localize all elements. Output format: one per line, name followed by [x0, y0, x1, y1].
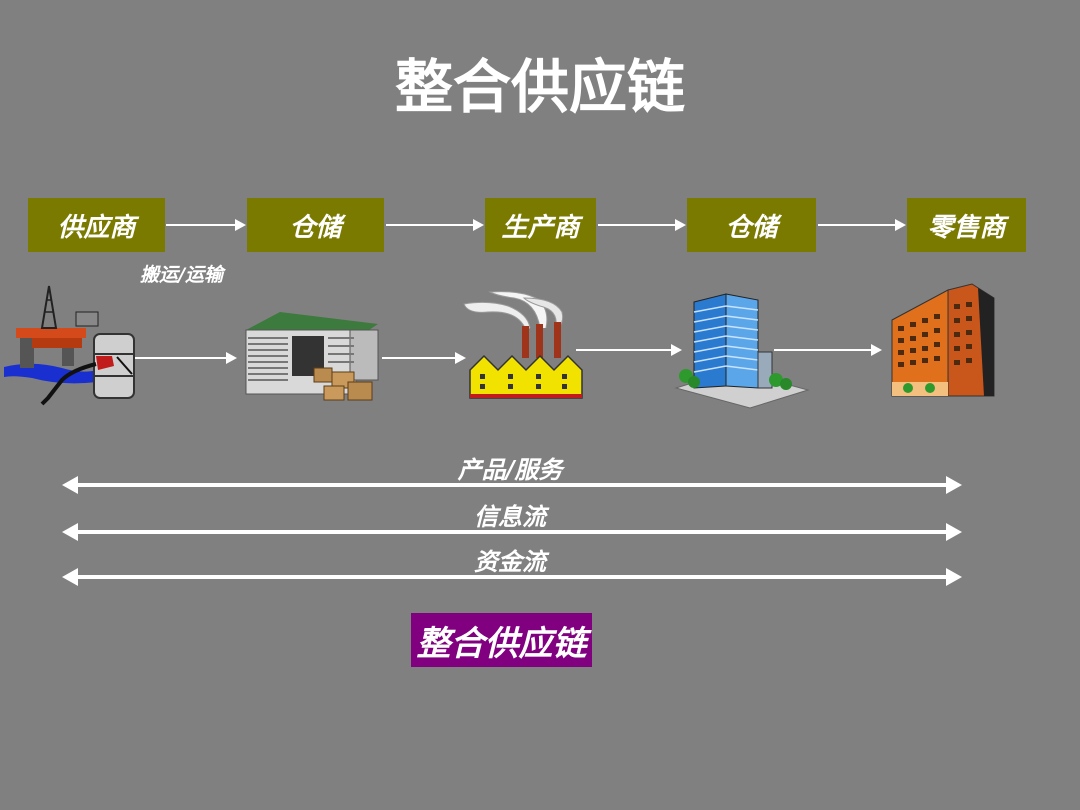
stage-connector-1	[166, 219, 246, 231]
flow-arrow-products	[62, 476, 962, 494]
transport-label: 搬运/运输	[140, 264, 223, 286]
flow-arrow-information	[62, 523, 962, 541]
flow-label-products: 产品/服务	[457, 455, 563, 484]
warehouse-icon	[245, 312, 379, 401]
stage-connector-2	[386, 219, 484, 231]
oil-rig-icon	[4, 285, 135, 406]
flow-label-funds: 资金流	[474, 547, 546, 576]
stage-connector-4	[818, 219, 906, 231]
stage-warehouse-1: 仓储	[247, 198, 384, 252]
flow-label-information: 信息流	[474, 502, 546, 531]
stage-retailer: 零售商	[907, 198, 1026, 252]
flow-arrow-funds	[62, 568, 962, 586]
stage-supplier: 供应商	[28, 198, 165, 252]
icon-connector-1	[135, 352, 237, 364]
stage-connector-3	[598, 219, 686, 231]
icon-connector-2	[382, 352, 466, 364]
page-title: 整合供应链	[394, 53, 685, 121]
icon-connector-4	[774, 344, 882, 356]
icon-connector-3	[576, 344, 682, 356]
stage-warehouse-2: 仓储	[687, 198, 816, 252]
office-tower-icon	[674, 293, 810, 409]
integrated-supply-chain-badge: 整合供应链	[411, 613, 592, 667]
factory-icon	[463, 291, 583, 399]
stage-manufacturer: 生产商	[485, 198, 596, 252]
retail-building-icon	[891, 283, 995, 397]
